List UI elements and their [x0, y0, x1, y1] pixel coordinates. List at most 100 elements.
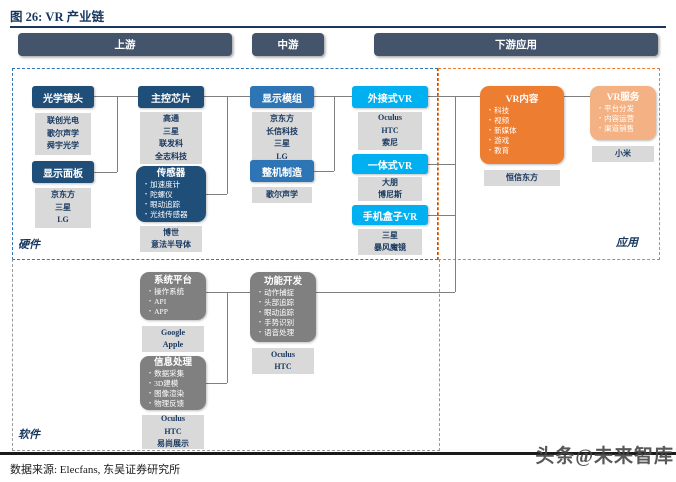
node-optics: 光学镜头: [32, 86, 94, 108]
list-item: 眼动追踪: [250, 308, 316, 318]
list-item: 手势识别: [250, 318, 316, 328]
bottom-rule: [0, 452, 676, 455]
software-label: 软件: [18, 429, 40, 441]
application-label: 应用: [616, 237, 638, 249]
stage-downstream: 下游应用: [374, 33, 658, 56]
vr-service-items: 平台分发内容运营渠道销售: [590, 104, 656, 134]
node-vr-content: VR内容 科技视频新媒体游戏教育: [480, 86, 564, 164]
list-item: API: [140, 297, 206, 307]
list-item: HTC: [381, 125, 399, 135]
list-item: 恒信东方: [506, 172, 538, 182]
optics-companies: 联创光电歌尔声学舜宇光学: [35, 113, 91, 155]
node-display-module: 显示模组: [250, 86, 314, 108]
list-item: Oculus: [377, 113, 402, 123]
list-item: 博世: [163, 227, 179, 237]
list-item: 3D建模: [140, 379, 206, 389]
hardware-label: 硬件: [18, 239, 40, 251]
list-item: LG: [57, 215, 69, 225]
node-mobile-vr: 手机盒子VR: [352, 205, 428, 225]
connector: [564, 96, 590, 97]
node-sensor: 传感器 加速度计陀螺仪眼动追踪光线传感器: [136, 166, 206, 222]
connector: [455, 96, 456, 292]
node-vr-service: VR服务 平台分发内容运营渠道销售: [590, 86, 656, 140]
function-dev-title: 功能开发: [263, 277, 302, 287]
function-dev-items: 动作捕捉头部追踪眼动追踪手势识别语音处理: [250, 288, 316, 338]
list-item: 教育: [480, 146, 564, 156]
connector: [227, 292, 228, 383]
connector: [314, 171, 334, 172]
list-item: 陀螺仪: [136, 190, 206, 200]
sensor-title: 传感器: [156, 169, 186, 179]
assembly-companies: 歌尔声学: [252, 187, 312, 203]
list-item: 动作捕捉: [250, 288, 316, 298]
list-item: 操作系统: [140, 287, 206, 297]
list-item: 三星: [163, 126, 179, 136]
data-source: 数据来源: Elecfans, 东吴证券研究所: [10, 464, 181, 476]
list-item: 暴风魔镜: [374, 243, 406, 252]
list-item: 新媒体: [480, 126, 564, 136]
system-platform-title: 系统平台: [153, 276, 192, 286]
figure-title: 图 26: VR 产业链: [10, 10, 105, 24]
title-rule: [10, 26, 666, 28]
node-assembly: 整机制造: [250, 160, 314, 182]
node-display-panel: 显示面板: [32, 161, 94, 183]
list-item: 意法半导体: [151, 240, 191, 249]
node-info-processing: 信息处理 数据采集3D建模图像渲染物理反馈: [140, 356, 206, 410]
vr-service-companies: 小米: [592, 146, 654, 162]
connector: [206, 194, 227, 195]
list-item: 渠道销售: [590, 124, 656, 134]
list-item: HTC: [274, 362, 292, 371]
connector: [314, 96, 352, 97]
list-item: 物理反馈: [140, 399, 206, 409]
connector: [117, 96, 118, 172]
connector: [94, 172, 117, 173]
list-item: 图像渲染: [140, 389, 206, 399]
stage-midstream: 中游: [252, 33, 324, 56]
list-item: 眼动追踪: [136, 200, 206, 210]
vr-content-title: VR内容: [505, 95, 539, 105]
list-item: 三星: [274, 139, 290, 148]
list-item: 长信科技: [266, 126, 298, 136]
list-item: 语音处理: [250, 328, 316, 338]
list-item: Oculus: [160, 414, 185, 424]
list-item: 科技: [480, 106, 564, 116]
list-item: LG: [276, 151, 288, 161]
info-processing-title: 信息处理: [153, 358, 192, 368]
connector: [206, 383, 227, 384]
node-standalone-vr: 一体式VR: [352, 154, 428, 174]
connector: [428, 164, 455, 165]
vr-content-items: 科技视频新媒体游戏教育: [480, 106, 564, 156]
info-processing-items: 数据采集3D建模图像渲染物理反馈: [140, 369, 206, 409]
list-item: 京东方: [51, 190, 75, 200]
list-item: 加速度计: [136, 180, 206, 190]
connector: [334, 96, 335, 171]
watermark: 头条@未来智库: [535, 446, 674, 467]
list-item: 索尼: [382, 138, 398, 148]
connector: [316, 292, 455, 293]
list-item: 博尼斯: [378, 190, 402, 199]
connector: [206, 292, 250, 293]
list-item: 视频: [480, 116, 564, 126]
list-item: Apple: [162, 340, 184, 349]
stage-upstream: 上游: [18, 33, 232, 56]
list-item: 头部追踪: [250, 298, 316, 308]
list-item: 大朋: [382, 177, 398, 187]
node-system-platform: 系统平台 操作系统APIAPP: [140, 272, 206, 320]
list-item: 舜宇光学: [47, 141, 79, 151]
list-item: 歌尔声学: [47, 128, 79, 138]
node-main-chip: 主控芯片: [138, 86, 204, 108]
mobile-vr-companies: 三星暴风魔镜: [358, 229, 422, 255]
list-item: HTC: [164, 426, 182, 436]
list-item: APP: [140, 307, 206, 317]
list-item: 小米: [615, 148, 631, 158]
list-item: 易尚展示: [157, 439, 189, 449]
connector: [94, 96, 138, 97]
vr-service-title: VR服务: [606, 93, 640, 103]
connector: [428, 215, 455, 216]
list-item: 高通: [163, 114, 179, 123]
